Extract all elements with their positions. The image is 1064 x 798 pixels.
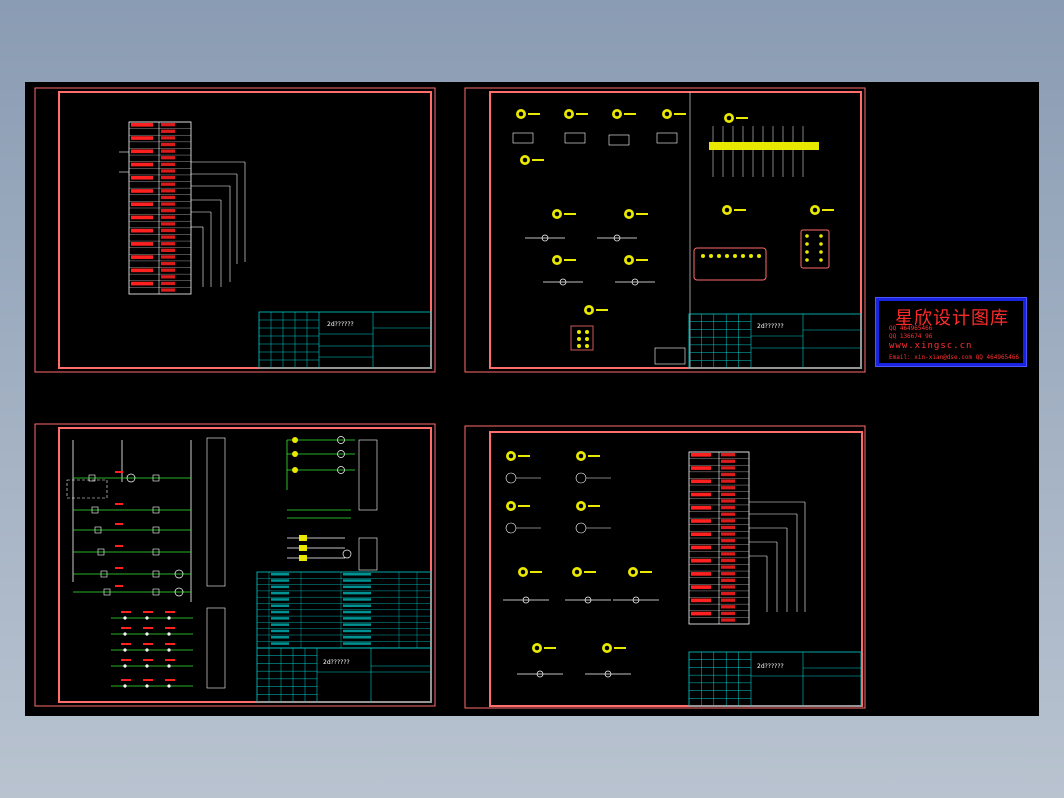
component-symbols-2 [512,109,834,351]
sheet-1: 2d?????? [34,87,436,373]
watermark-email: Email: xin-xian@dse.com QQ 464965466 [889,354,1020,361]
title-block-2: 2d?????? [688,313,862,369]
watermark-qq-2: QQ 136674 96 [889,333,933,340]
watermark-url: www.xingsc.cn [889,341,973,351]
signal-circuit [286,436,355,561]
bill-of-materials [256,571,432,649]
terminal-strip-4 [688,451,806,625]
title-block-4: 2d?????? [688,651,862,707]
cad-canvas: 2d?????? 2d?????? [25,82,1039,716]
drawing-layout: 2d?????? 2d?????? [34,87,866,709]
watermark-qq-1: QQ 464965466 [889,325,933,332]
control-circuit [66,440,193,688]
sheet-2: 2d?????? [464,87,866,373]
title-block-2-text: 2d?????? [757,323,784,330]
side-terminal-blocks [206,437,378,689]
title-block-4-text: 2d?????? [757,663,784,670]
title-block-1-text: 2d?????? [327,321,354,328]
watermark-logo: 星欣设计图库 QQ 464965466 QQ 136674 96 www.xin… [875,297,1027,367]
title-block-3: 2d?????? [256,647,432,703]
component-symbols-4 [503,451,659,678]
sheet-3: 2d?????? [34,423,436,707]
title-block-1: 2d?????? [258,311,432,369]
title-block-3-text: 2d?????? [323,659,350,666]
sheet-4: 2d?????? [464,425,866,709]
watermark-title: 星欣设计图库 [895,308,1009,329]
terminal-strip-1 [119,121,246,295]
